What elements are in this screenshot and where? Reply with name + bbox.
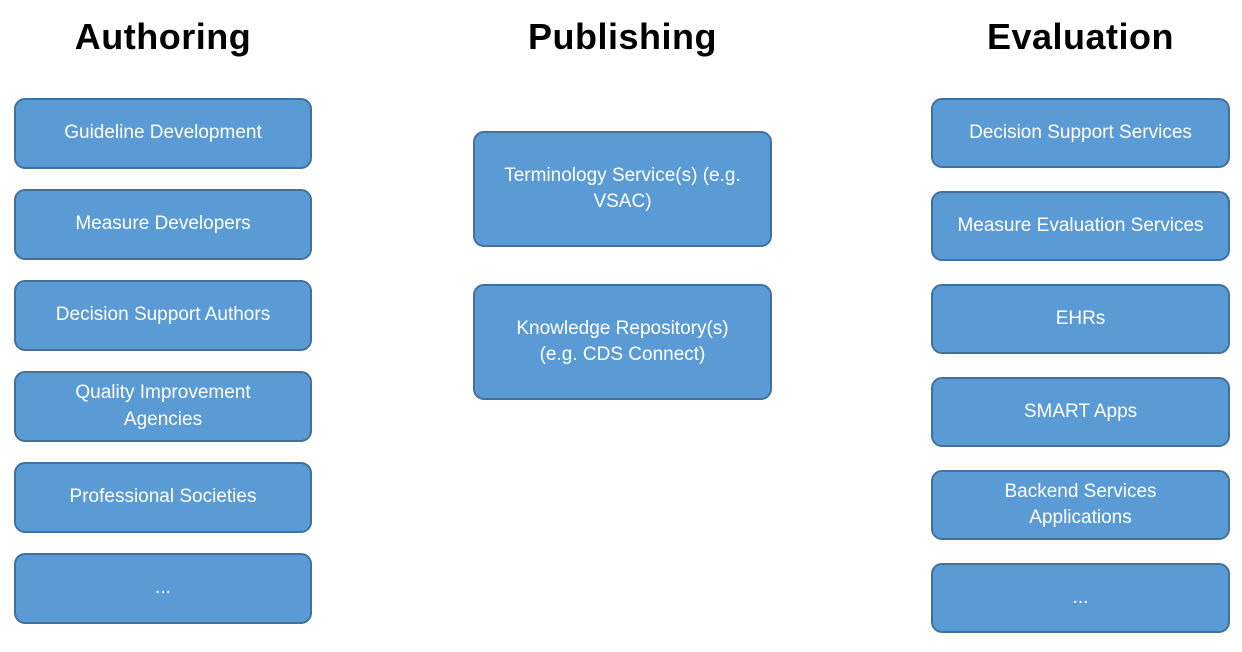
publishing-box-stack: Terminology Service(s) (e.g. VSAC) Knowl…: [473, 131, 772, 400]
publishing-column-title: Publishing: [528, 16, 717, 57]
authoring-box-stack: Guideline Development Measure Developers…: [14, 98, 312, 624]
box-backend-services-applications: Backend Services Applications: [931, 470, 1230, 540]
box-knowledge-repository: Knowledge Repository(s) (e.g. CDS Connec…: [473, 284, 772, 400]
box-measure-developers: Measure Developers: [14, 189, 312, 260]
box-decision-support-services: Decision Support Services: [931, 98, 1230, 168]
box-authoring-ellipsis: ...: [14, 553, 312, 624]
evaluation-box-stack: Decision Support Services Measure Evalua…: [931, 98, 1230, 633]
evaluation-column: Evaluation Decision Support Services Mea…: [931, 0, 1230, 652]
publishing-column: Publishing Terminology Service(s) (e.g. …: [473, 0, 772, 652]
evaluation-column-title: Evaluation: [986, 16, 1175, 57]
box-professional-societies: Professional Societies: [14, 462, 312, 533]
box-ehrs: EHRs: [931, 284, 1230, 354]
box-decision-support-authors: Decision Support Authors: [14, 280, 312, 351]
box-guideline-development: Guideline Development: [14, 98, 312, 169]
box-quality-improvement-agencies: Quality Improvement Agencies: [14, 371, 312, 442]
box-measure-evaluation-services: Measure Evaluation Services: [931, 191, 1230, 261]
authoring-column-title: Authoring: [74, 16, 252, 57]
box-terminology-service: Terminology Service(s) (e.g. VSAC): [473, 131, 772, 247]
box-smart-apps: SMART Apps: [931, 377, 1230, 447]
authoring-column: Authoring Guideline Development Measure …: [14, 0, 312, 652]
box-evaluation-ellipsis: ...: [931, 563, 1230, 633]
